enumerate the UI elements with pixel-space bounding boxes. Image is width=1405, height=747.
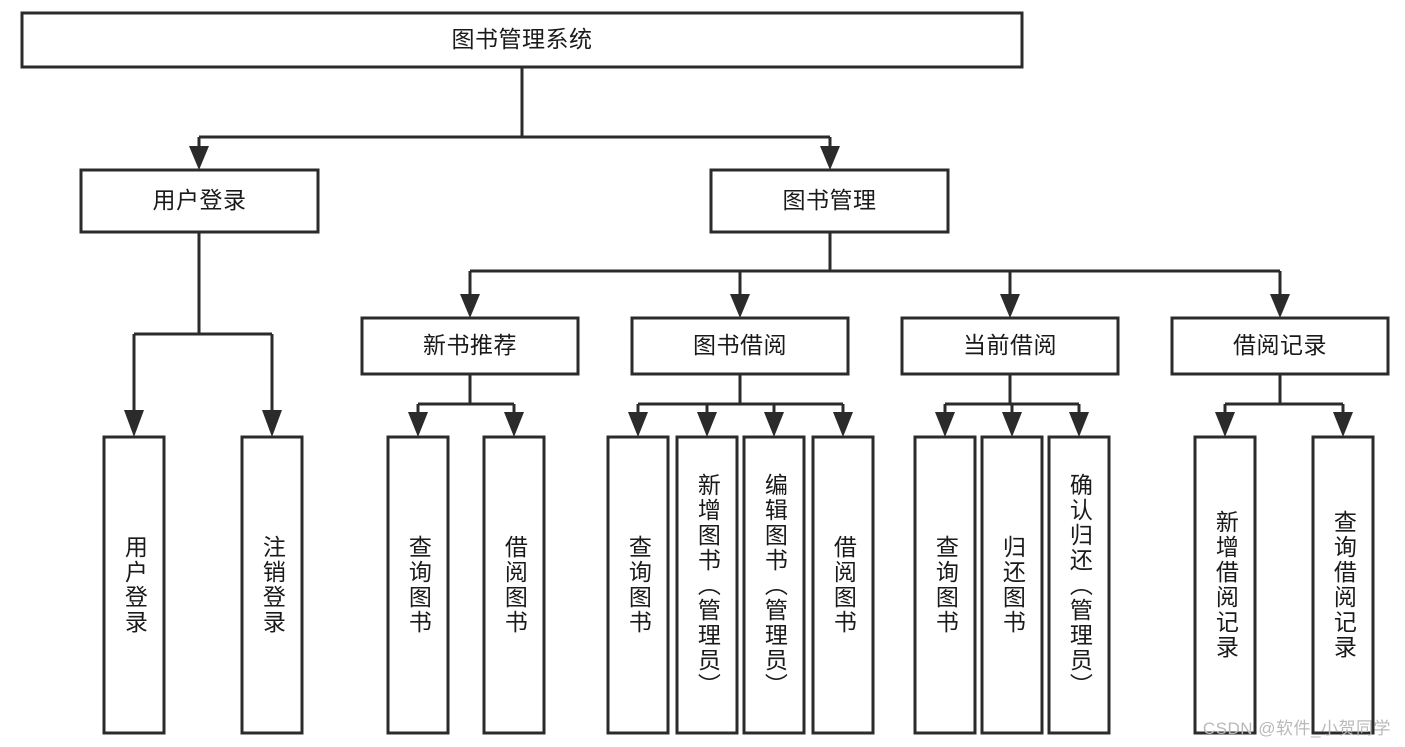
node-box-leaf-return-book[interactable] xyxy=(980,435,1044,735)
arrowhead-borrow-record xyxy=(1270,294,1290,318)
node-box-book-borrow[interactable] xyxy=(630,316,850,376)
node-box-borrow-record[interactable] xyxy=(1170,316,1390,376)
arrowhead-leaf-query-book-3 xyxy=(935,412,955,437)
node-box-leaf-confirm-return[interactable] xyxy=(1047,435,1111,735)
arrowhead-leaf-borrow-book-2 xyxy=(833,412,853,437)
arrowhead-leaf-add-book xyxy=(697,412,717,437)
node-box-book-management[interactable] xyxy=(709,168,950,234)
arrowhead-leaf-edit-book xyxy=(764,412,784,437)
node-box-current-borrow[interactable] xyxy=(900,316,1120,376)
node-box-leaf-query-book-1[interactable] xyxy=(386,435,450,735)
arrowhead-user-login xyxy=(189,146,209,170)
arrowhead-book-borrow xyxy=(730,294,750,318)
arrowhead-leaf-user-login xyxy=(124,410,144,437)
node-box-leaf-borrow-book-2[interactable] xyxy=(811,435,875,735)
arrowhead-leaf-return-book xyxy=(1002,412,1022,437)
watermark-text: CSDN @软件_小贺同学 xyxy=(1202,719,1391,738)
arrowhead-leaf-query-record xyxy=(1333,412,1353,437)
arrowhead-leaf-query-book-1 xyxy=(408,412,428,437)
node-box-leaf-user-login[interactable] xyxy=(102,435,166,735)
node-box-leaf-query-book-2[interactable] xyxy=(606,435,670,735)
node-box-leaf-edit-book[interactable] xyxy=(742,435,806,735)
node-box-leaf-borrow-book-1[interactable] xyxy=(482,435,546,735)
node-box-new-book-recommend[interactable] xyxy=(360,316,580,376)
arrowhead-leaf-borrow-book-1 xyxy=(504,412,524,437)
arrowhead-leaf-logout xyxy=(262,410,282,437)
node-box-leaf-add-book[interactable] xyxy=(675,435,739,735)
node-box-user-login[interactable] xyxy=(79,168,320,234)
arrowhead-leaf-confirm-return xyxy=(1069,412,1089,437)
arrowhead-leaf-add-record xyxy=(1215,412,1235,437)
node-box-title[interactable] xyxy=(20,11,1024,69)
node-box-leaf-query-record[interactable] xyxy=(1311,435,1375,735)
node-box-leaf-query-book-3[interactable] xyxy=(913,435,977,735)
arrowhead-current-borrow xyxy=(1000,294,1020,318)
arrowhead-leaf-query-book-2 xyxy=(628,412,648,437)
node-box-leaf-logout[interactable] xyxy=(240,435,304,735)
arrowhead-new-book-recommend xyxy=(460,294,480,318)
arrowhead-book-management xyxy=(820,146,840,170)
node-box-leaf-add-record[interactable] xyxy=(1193,435,1257,735)
